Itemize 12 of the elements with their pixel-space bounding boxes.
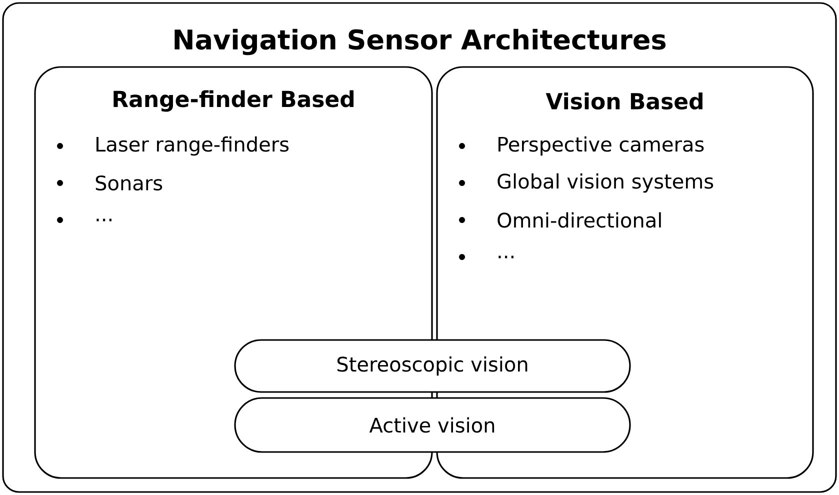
bullet-item: ... — [96, 218, 112, 222]
rounded-pill-box: Stereoscopic vision — [234, 339, 631, 393]
bullet-item: Global vision systems — [498, 173, 714, 193]
diagram-title: Navigation Sensor Architectures — [174, 28, 666, 56]
bullet-item: Sonars — [96, 175, 162, 191]
panel-heading: Range-finder Based — [114, 90, 354, 112]
bullet-item: Laser range-finders — [96, 136, 289, 156]
rounded-pill-box: Active vision — [234, 397, 631, 453]
bullet-item: Perspective cameras — [498, 136, 704, 156]
bullet-item: ... — [498, 256, 514, 258]
panel-heading: Vision Based — [546, 92, 702, 110]
bullet-item: Omni-directional — [498, 212, 661, 228]
